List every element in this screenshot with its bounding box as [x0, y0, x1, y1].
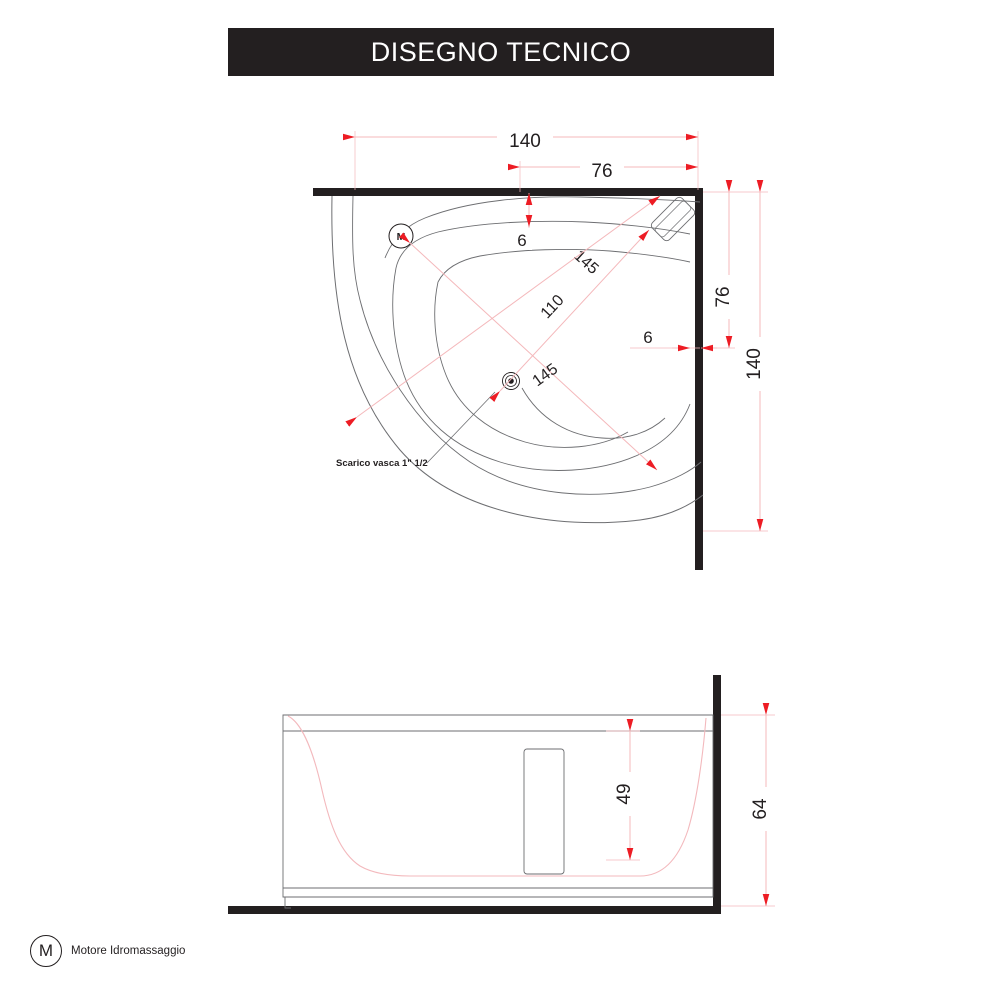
- dim-64-label: 64: [750, 798, 771, 820]
- elevation-view-group: 49 64: [228, 675, 778, 914]
- legend-motor-symbol: M: [30, 935, 62, 967]
- dim-6-right-label: 6: [643, 328, 652, 347]
- plan-wall-vertical: [695, 188, 703, 570]
- tub-outer-contour: [331, 195, 704, 524]
- plan-wall-horizontal: [313, 188, 703, 196]
- dim-140-right-label: 140: [744, 348, 765, 380]
- dim-6-top-label: 6: [517, 231, 526, 250]
- legend-text: Motore Idromassaggio: [71, 945, 186, 957]
- elevation-access-panel: [523, 748, 565, 875]
- diagonal-dimension-145-lower-label: 145: [530, 361, 562, 391]
- dim-49-label: 49: [614, 783, 635, 804]
- page-title-banner: DISEGNO TECNICO: [228, 28, 774, 76]
- elevation-tub-body: [282, 714, 714, 898]
- legend: M Motore Idromassaggio: [30, 935, 185, 967]
- dim-76-label-bg: [580, 154, 624, 180]
- dim-49-label-bg: [618, 772, 642, 816]
- tub-well-contour: [521, 387, 666, 439]
- tub-seat-contour: [434, 281, 629, 448]
- elevation-wall-vertical: [713, 675, 721, 914]
- dim-6-top-label-bg: [512, 228, 532, 250]
- tub-upper-rim-arc: [384, 196, 701, 259]
- elevation-floor-line: [228, 906, 720, 914]
- motor-marker-label: M: [397, 231, 406, 243]
- drain-symbol: [502, 372, 520, 390]
- legend-symbol-label: M: [38, 941, 54, 960]
- drain-label: Scarico vasca 1" 1/2: [336, 458, 428, 469]
- plan-view-group: Scarico vasca 1" 1/2 M 145 110 145 140: [313, 124, 773, 570]
- dim-6-right-label-bg: [638, 325, 658, 347]
- dim-76-right-label: 76: [713, 286, 734, 307]
- elevation-interior-profile: [287, 715, 707, 877]
- page-title: DISEGNO TECNICO: [370, 36, 632, 67]
- diagonal-dimension-145-lower-line: [345, 195, 661, 427]
- diagonal-dimension-110-label: 110: [538, 292, 568, 322]
- dim-140-top-label: 140: [509, 131, 541, 152]
- tub-basin-top-edge: [395, 220, 691, 269]
- elevation-foot-detail: [284, 897, 291, 909]
- diagonal-dimension-145-upper-line: [398, 232, 658, 471]
- dim-76-right-label-bg: [717, 275, 741, 319]
- dim-76-top-label: 76: [591, 161, 612, 182]
- diagonal-dimension-145-upper-label: 145: [570, 247, 601, 278]
- dim-140-right-label-bg: [747, 337, 773, 391]
- drain-leader-line: [426, 391, 496, 464]
- motor-marker: M: [388, 223, 414, 249]
- dim-64-label-bg: [754, 787, 778, 831]
- dim-140-label-bg: [497, 124, 553, 150]
- headrest-block: [650, 196, 696, 242]
